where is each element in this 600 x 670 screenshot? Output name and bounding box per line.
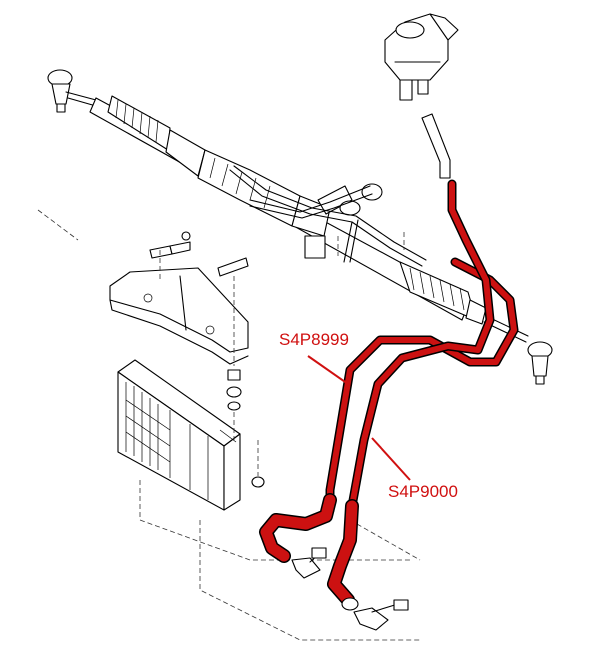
left-tie-rod-end [47,69,97,113]
cooler-mounting-bracket [109,267,249,365]
hose-s4p9000 [327,179,495,607]
right-boot [399,261,487,325]
part-label-s4p8999: S4P8999 [279,330,349,349]
right-tie-rod-end [483,315,553,385]
hose-s4p8999 [259,257,519,563]
label-leaders [307,355,411,481]
hose-fittings [291,547,409,631]
fastener-bolts [149,231,249,277]
steering-rack [47,69,553,385]
part-label-s4p9000: S4P9000 [388,482,458,501]
oil-cooler [117,359,241,511]
valve-housing [197,149,383,259]
fastener-nuts [226,369,265,488]
left-boot [107,95,206,177]
assembly-guide-lines [37,209,421,641]
fluid-reservoir [384,13,459,179]
